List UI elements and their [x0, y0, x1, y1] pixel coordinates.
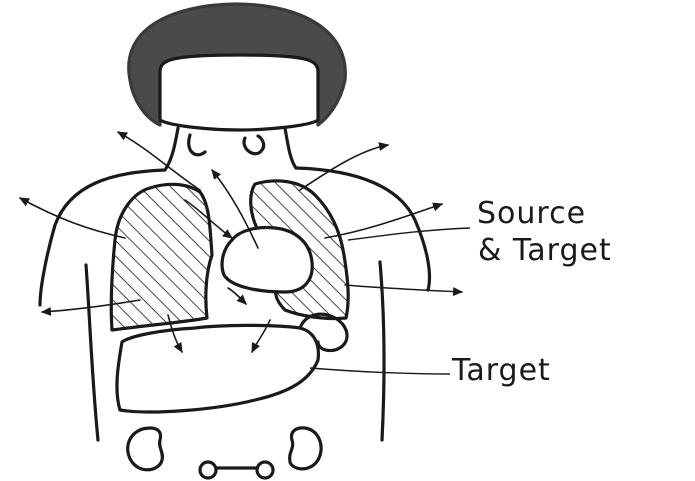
heart — [222, 228, 312, 293]
neck-right — [285, 128, 296, 168]
right-arm-inner — [380, 262, 384, 440]
source-label-line2: & Target — [478, 236, 612, 266]
left-lung — [111, 184, 212, 330]
pointer-target — [310, 368, 450, 374]
ray-mid — [228, 288, 246, 304]
neck-left — [165, 128, 178, 170]
right-kidney — [290, 428, 321, 469]
liver — [117, 325, 318, 412]
left-kidney — [128, 428, 163, 470]
right-ureter-bulb — [257, 462, 273, 478]
pointer-source-target — [348, 228, 470, 240]
ray-right-low — [345, 285, 462, 292]
ray-left-out — [20, 198, 125, 238]
ray-right-out — [325, 204, 442, 238]
thyroid — [189, 135, 264, 155]
target-label: Target — [452, 356, 551, 386]
source-label-line1: Source — [477, 199, 586, 229]
left-arm-inner — [86, 265, 98, 440]
face — [160, 55, 318, 130]
left-ureter-bulb — [200, 462, 216, 478]
